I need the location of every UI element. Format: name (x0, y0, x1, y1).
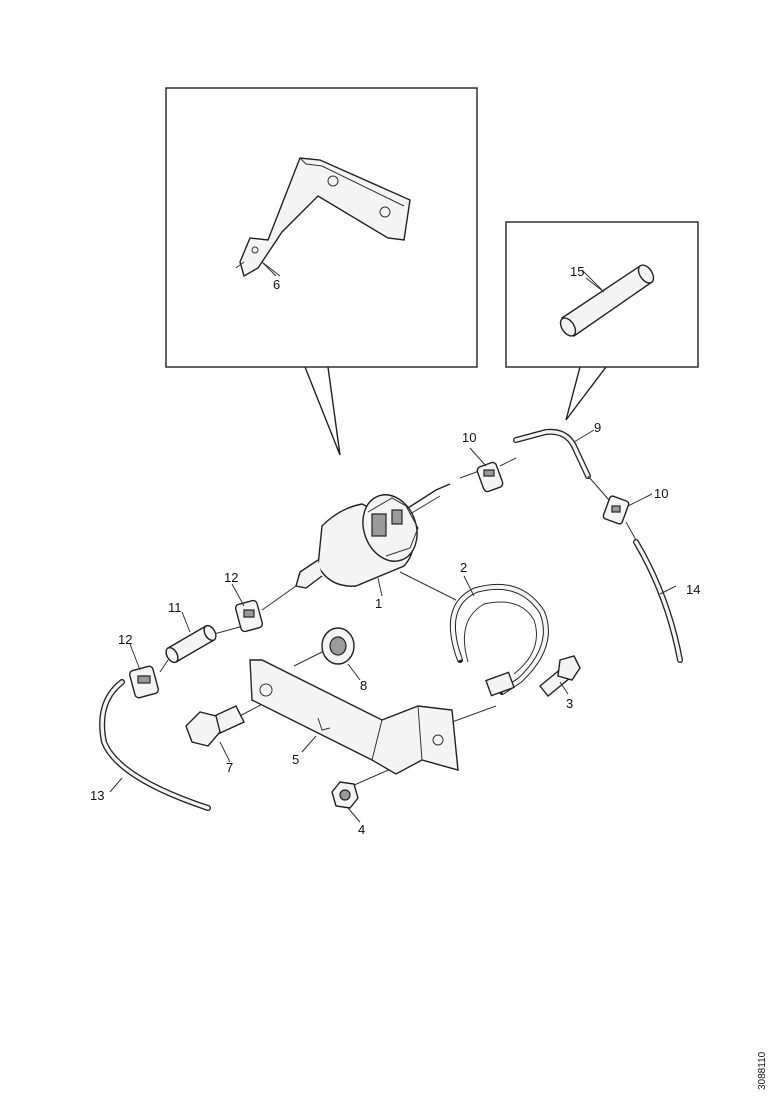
callout-11: 11 (168, 600, 182, 615)
callout-8: 8 (360, 678, 367, 693)
callout-numbers: 6 15 9 10 10 2 1 12 11 12 14 3 8 7 5 4 1… (90, 264, 700, 837)
callout-14: 14 (686, 582, 700, 597)
hose-clip-part-12a (234, 599, 264, 633)
detail-inset-tube (505, 221, 699, 421)
bracket-part-5 (249, 659, 459, 775)
bolt-part-3 (539, 655, 581, 697)
hose-clip-part-12b (128, 659, 169, 699)
hose-part-14 (633, 539, 683, 663)
washer-part-8 (321, 627, 355, 665)
clamp-part-2 (449, 583, 549, 697)
callout-10-right: 10 (654, 486, 668, 501)
document-id: 3088110 (757, 1040, 773, 1100)
nut-part-4 (331, 781, 359, 809)
tube-part-15 (559, 264, 655, 337)
detail-inset-bracket (165, 87, 478, 456)
callout-1: 1 (375, 596, 382, 611)
callout-15: 15 (570, 264, 584, 279)
callout-7: 7 (226, 760, 233, 775)
callout-13: 13 (90, 788, 104, 803)
callout-leaders (109, 261, 677, 823)
callout-9: 9 (594, 420, 601, 435)
hose-part-13 (99, 679, 211, 811)
hose-clip-part-10b (602, 495, 637, 541)
callout-12-upper: 12 (224, 570, 238, 585)
callout-3: 3 (566, 696, 573, 711)
hose-clip-part-10a (476, 457, 517, 493)
bracket-part-6 (235, 157, 411, 278)
fuel-pump-part-1 (295, 483, 451, 597)
callout-12-lower: 12 (118, 632, 132, 647)
document-id-text: 3088110 (757, 1051, 768, 1090)
callout-5: 5 (292, 752, 299, 767)
callout-6: 6 (273, 277, 280, 292)
bolt-part-7 (185, 705, 245, 747)
callout-2: 2 (460, 560, 467, 575)
callout-10-upper: 10 (462, 430, 476, 445)
connector-part-11 (165, 624, 217, 664)
hose-part-9 (513, 428, 617, 509)
callout-4: 4 (358, 822, 365, 837)
